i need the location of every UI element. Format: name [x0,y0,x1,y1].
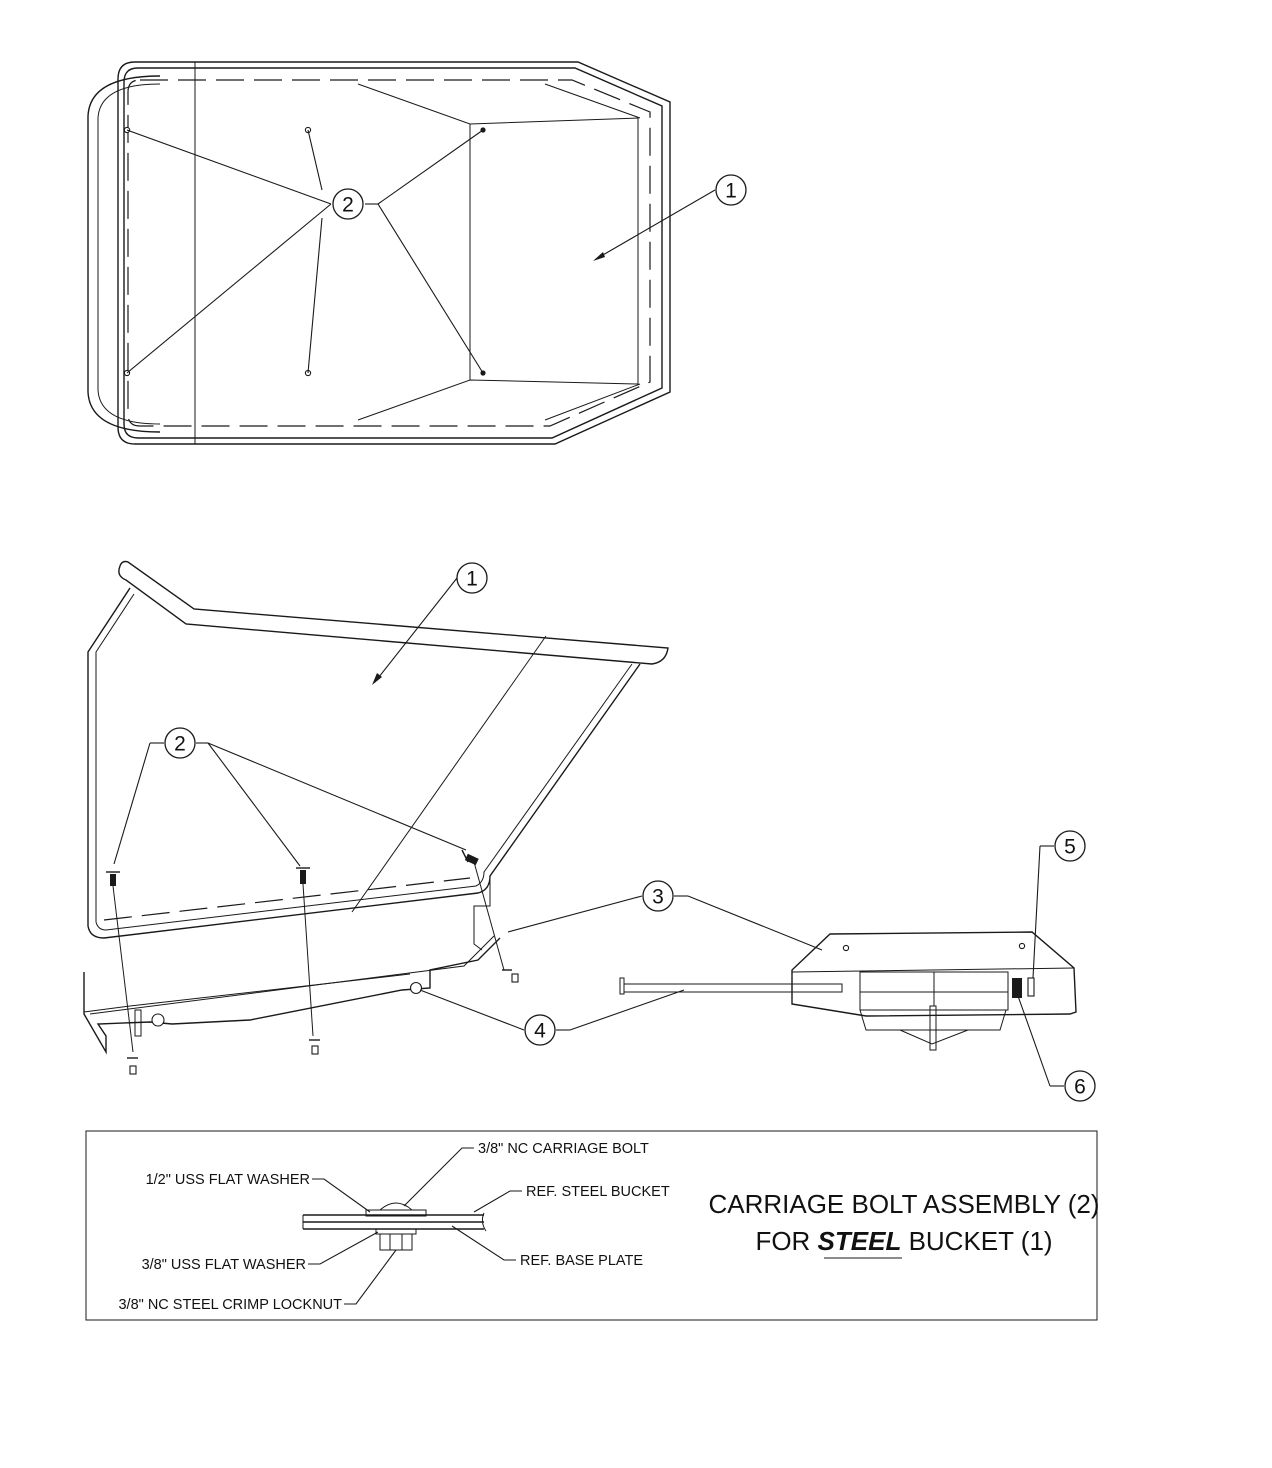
bucket-side-rim [118,560,669,665]
bucket-top-floor-hidden [127,79,651,427]
three-eighths-washer-label: 3/8" USS FLAT WASHER [142,1257,306,1273]
mounting-bracket [619,931,1077,1051]
carriage-bolt-label: 3/8" NC CARRIAGE BOLT [478,1141,649,1157]
base-plate-inner [89,935,495,1015]
detail-cross-section [302,1202,487,1251]
base-plate-hole [151,1013,165,1027]
bucket-top-outer-rim-inner [123,67,663,439]
bucket-top-view [87,61,671,445]
locknut-label: 3/8" NC STEEL CRIMP LOCKNUT [118,1297,342,1313]
item-number: 1 [466,568,478,591]
bucket-side-floor-hidden [103,877,471,921]
detail-leaders [308,1147,522,1305]
callout-bubble: 1 [715,174,747,206]
bucket-side-seam [351,635,547,913]
base-plate-flange [83,973,411,1013]
pivot-hole [409,981,423,995]
callout-bubble: 3 [642,880,674,912]
carriage-bolt [106,871,138,1075]
detail-title-prefix: FOR [755,1226,817,1256]
half-inch-washer-label: 1/2" USS FLAT WASHER [146,1172,310,1188]
bucket-side-body-inner [95,593,633,931]
bucket-top-inner-corner [544,83,641,119]
detail-title-emphasis: STEEL [818,1226,902,1256]
top-view-leaders [126,129,716,374]
callout-bubble: 5 [1054,830,1086,862]
bucket-top-left-lip [87,75,161,433]
bucket-side-view [83,560,669,1075]
base-plate [83,937,501,1055]
detail-frame [85,1130,1098,1321]
bucket-side-body [87,587,641,939]
item-number: 3 [652,886,664,909]
base-plate-ref-label: REF. BASE PLATE [520,1253,643,1269]
steel-bucket-ref-label: REF. STEEL BUCKET [526,1184,670,1200]
bucket-top-left-lip-inner [97,83,161,425]
detail-title-line2: FOR STEEL BUCKET (1) [755,1226,1052,1256]
bucket-side-front-lower [473,876,491,951]
carriage-bolt [296,867,320,1055]
callout-bubble: 2 [164,727,196,759]
callout-bubble: 4 [524,1014,556,1046]
item-number: 2 [342,194,354,217]
bucket-top-inner-corner-lower [544,383,641,421]
bucket-top-inner-wall [357,83,639,421]
item-number: 5 [1064,836,1076,859]
detail-title-line1: CARRIAGE BOLT ASSEMBLY (2) [708,1189,1099,1219]
callout-bubble: 2 [332,188,364,220]
item-number: 4 [534,1020,546,1043]
item-number: 6 [1074,1076,1086,1099]
carriage-bolt-detail: 3/8" NC CARRIAGE BOLT 1/2" USS FLAT WASH… [85,1130,1100,1321]
side-view-leaders [113,577,1064,1087]
item-number: 1 [725,180,737,203]
callout-bubble: 1 [456,562,488,594]
base-plate-tab [134,1009,142,1037]
callout-bubble: 6 [1064,1070,1096,1102]
item-number: 2 [174,733,186,756]
detail-title-suffix: BUCKET (1) [901,1226,1052,1256]
bucket-top-outer-rim [117,61,671,445]
carriage-bolt [461,849,519,983]
